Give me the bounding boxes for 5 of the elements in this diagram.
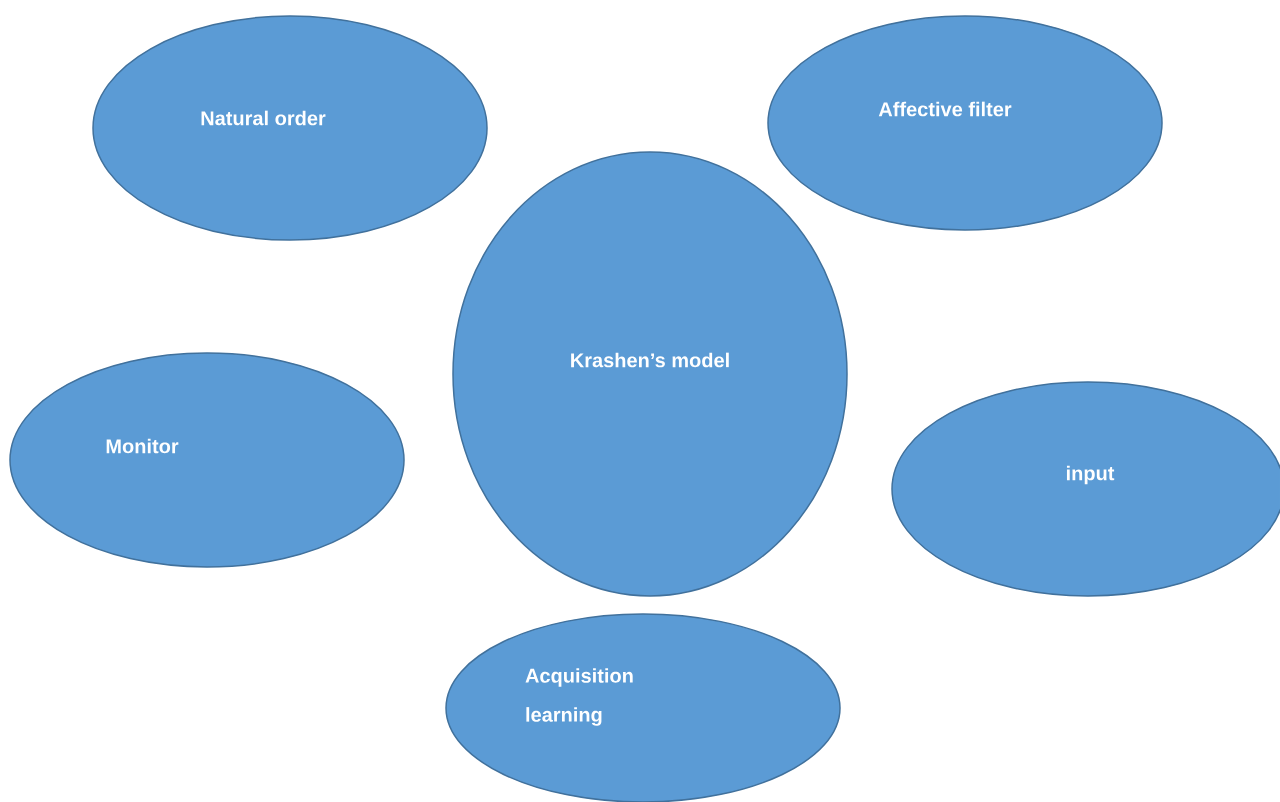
- ellipse-node: input: [891, 381, 1280, 597]
- ellipse-node: Affective filter: [767, 15, 1163, 231]
- ellipse-node: Natural order: [92, 15, 488, 241]
- ellipse-node: Monitor: [9, 352, 405, 568]
- ellipse-node: Krashen’s model: [452, 151, 848, 597]
